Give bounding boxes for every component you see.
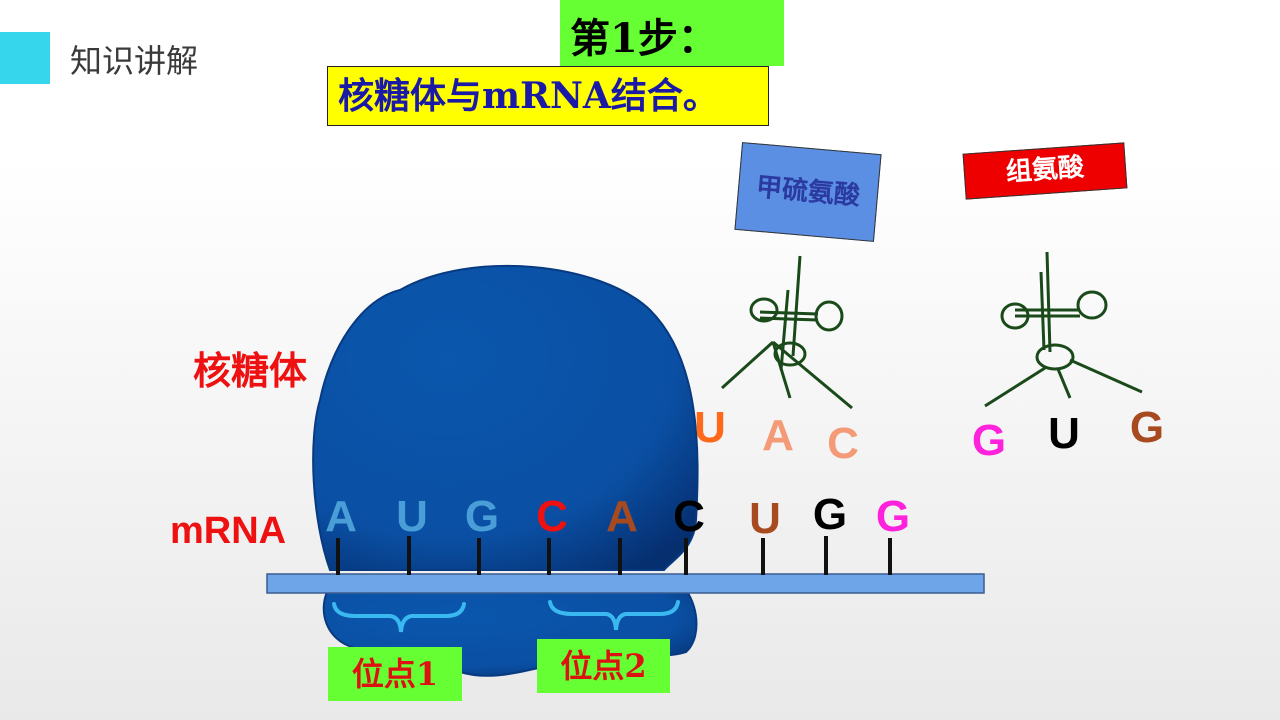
mrna-base-1: A	[325, 492, 357, 541]
step-label: 第1步：	[570, 15, 718, 62]
trna1-base-3: C	[827, 419, 859, 468]
mrna-base-5: A	[606, 492, 638, 541]
site1-bracket	[332, 602, 466, 633]
site2-bracket	[548, 600, 680, 631]
mrna-base-4: C	[536, 492, 568, 541]
trna-methionine	[720, 255, 853, 410]
base-ticks	[336, 536, 892, 575]
methionine-label: 甲硫氨酸	[734, 142, 882, 242]
trna1-base-1: U	[694, 403, 726, 452]
trna-histidine	[984, 251, 1143, 408]
methionine-text: 甲硫氨酸	[754, 172, 862, 212]
mrna-strand	[266, 573, 985, 594]
trna1-anticodon: U A C	[694, 403, 859, 468]
accent-bar	[0, 32, 50, 84]
trna2-base-2: U	[1048, 409, 1080, 458]
mrna-base-8: G	[813, 490, 847, 539]
section-title: 知识讲解	[70, 42, 199, 80]
step-description: 核糖体与mRNA结合。	[327, 66, 769, 126]
mrna-base-7: U	[749, 494, 781, 543]
mrna-base-2: U	[396, 492, 428, 541]
mrna-label: mRNA	[170, 510, 287, 552]
site2-label: 位点2	[537, 639, 670, 693]
mrna-base-9: G	[876, 492, 910, 541]
site1-label: 位点1	[328, 647, 462, 701]
mrna-base-6: C	[673, 492, 705, 541]
trna2-anticodon: G U G	[972, 403, 1164, 465]
trna2-base-3: G	[1130, 403, 1164, 452]
step-box	[560, 0, 784, 66]
ribosome-label: 核糖体	[193, 349, 308, 393]
mrna-codons: A U G C A C U G G	[325, 490, 910, 543]
mrna-base-3: G	[465, 492, 499, 541]
ribosome-large-subunit	[312, 264, 699, 571]
trna1-base-2: A	[762, 411, 794, 460]
trna2-base-1: G	[972, 416, 1006, 465]
